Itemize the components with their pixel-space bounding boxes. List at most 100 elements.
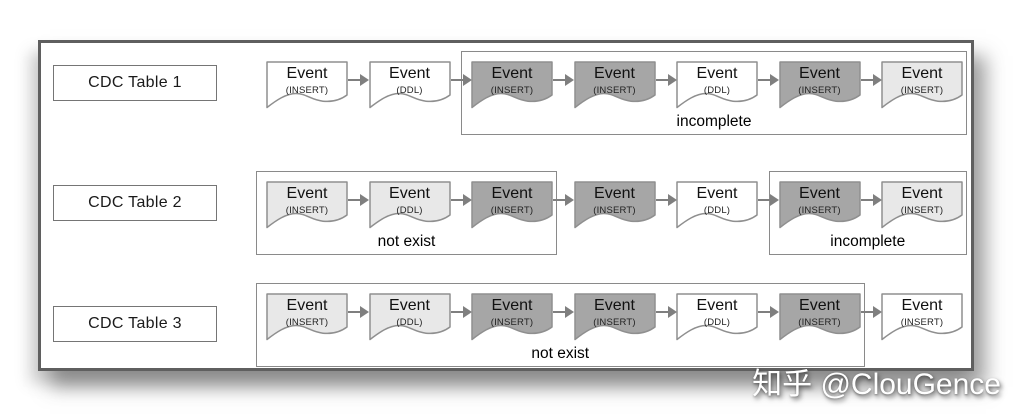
flow-arrow-icon xyxy=(758,74,779,86)
event-subtype: (INSERT) xyxy=(900,205,944,216)
event-subtype: (INSERT) xyxy=(593,205,636,216)
event-title: Event xyxy=(389,297,430,314)
arrow-head xyxy=(872,194,882,206)
event-title: Event xyxy=(491,185,533,202)
document-shape-icon xyxy=(471,181,553,229)
flow-arrow-icon xyxy=(758,306,779,318)
cdc-table-label: CDC Table 3 xyxy=(53,306,217,342)
event-subtype: (INSERT) xyxy=(490,317,534,328)
flow-arrow-icon xyxy=(450,194,472,206)
arrow-head xyxy=(667,74,677,86)
event-subtype: (INSERT) xyxy=(285,317,329,328)
group-box-incomplete: incomplete xyxy=(768,171,967,255)
arrow-head xyxy=(360,74,369,86)
event-subtype: (INSERT) xyxy=(900,85,944,96)
document-shape-icon xyxy=(778,181,861,229)
event-node-insert-white: Event(INSERT) xyxy=(266,61,348,113)
event-subtype: (INSERT) xyxy=(900,317,944,328)
document-shape-icon xyxy=(266,61,348,109)
event-title: Event xyxy=(696,297,738,314)
event-node-insert-light: Event(INSERT) xyxy=(881,181,963,233)
event-node-insert-dark: Event (INSERT) xyxy=(471,293,553,345)
cdc-table-label: CDC Table 1 xyxy=(53,65,217,101)
document-shape-icon xyxy=(676,181,758,229)
arrow-head xyxy=(360,306,369,318)
arrow-line xyxy=(860,311,874,313)
arrow-head xyxy=(565,74,574,86)
flow-arrow-icon xyxy=(553,306,574,318)
event-node-insert-dark: Event(INSERT) xyxy=(778,293,861,345)
event-node-insert-dark: Event (INSERT) xyxy=(573,181,656,233)
event-title: Event xyxy=(594,65,635,82)
flow-arrow-icon xyxy=(450,74,472,86)
event-title: Event xyxy=(799,65,840,82)
group-box-not-exist: not exist xyxy=(256,283,865,367)
arrow-line xyxy=(655,311,669,313)
event-node-insert-dark: Event(INSERT) xyxy=(471,61,553,113)
event-node-insert-dark: Event(INSERT) xyxy=(778,181,861,233)
arrow-line xyxy=(758,79,771,81)
event-title: Event xyxy=(286,297,328,314)
event-node-ddl-white: Event(DDL) xyxy=(368,61,451,113)
event-title: Event xyxy=(901,297,943,314)
flow-arrow-icon xyxy=(553,194,574,206)
event-node-ddl-white: Event(DDL) xyxy=(676,181,758,233)
group-caption: not exist xyxy=(377,233,436,250)
arrow-line xyxy=(348,79,361,81)
event-title: Event xyxy=(389,185,430,202)
event-subtype: (INSERT) xyxy=(798,85,841,96)
event-node-insert-dark: Event (INSERT) xyxy=(778,61,861,113)
event-node-insert-dark: Event (INSERT) xyxy=(471,181,553,233)
group-caption: not exist xyxy=(531,345,590,362)
arrow-line xyxy=(860,79,874,81)
arrow-line xyxy=(758,311,771,313)
arrow-head xyxy=(667,306,677,318)
event-title: Event xyxy=(594,297,635,314)
event-node-insert-light: Event (INSERT) xyxy=(266,293,348,345)
event-node-insert-light: Event (INSERT) xyxy=(881,61,963,113)
cdc-table-label: CDC Table 2 xyxy=(53,185,217,221)
flow-arrow-icon xyxy=(553,74,574,86)
arrow-head xyxy=(462,74,472,86)
document-shape-icon xyxy=(471,293,553,341)
arrow-line xyxy=(655,79,669,81)
event-title: Event xyxy=(901,65,943,82)
flow-arrow-icon xyxy=(860,194,882,206)
arrow-line xyxy=(655,199,669,201)
event-subtype: (INSERT) xyxy=(490,205,534,216)
flow-arrow-icon xyxy=(450,306,472,318)
event-title: Event xyxy=(491,297,533,314)
arrow-head xyxy=(565,194,574,206)
document-shape-icon xyxy=(881,61,963,109)
event-title: Event xyxy=(286,65,328,82)
document-shape-icon xyxy=(573,181,656,229)
flow-arrow-icon xyxy=(348,306,369,318)
document-shape-icon xyxy=(368,61,451,109)
watermark: 知乎 @ClouGence xyxy=(752,368,1001,401)
event-title: Event xyxy=(799,297,840,314)
arrow-line xyxy=(348,199,361,201)
arrow-line xyxy=(860,199,874,201)
event-title: Event xyxy=(696,65,738,82)
document-shape-icon xyxy=(778,61,861,109)
arrow-head xyxy=(872,74,882,86)
event-subtype: (INSERT) xyxy=(593,317,636,328)
flow-arrow-icon xyxy=(348,194,369,206)
event-node-ddl-white: Event(DDL) xyxy=(676,293,758,345)
event-subtype: (DDL) xyxy=(396,205,423,216)
event-subtype: (DDL) xyxy=(703,85,731,96)
arrow-line xyxy=(553,199,566,201)
document-shape-icon xyxy=(676,61,758,109)
arrow-line xyxy=(450,311,464,313)
group-caption: incomplete xyxy=(830,233,906,250)
flow-arrow-icon xyxy=(655,194,677,206)
event-title: Event xyxy=(594,185,635,202)
event-subtype: (INSERT) xyxy=(490,85,534,96)
arrow-line xyxy=(553,79,566,81)
event-node-insert-dark: Event(INSERT) xyxy=(573,61,656,113)
arrow-head xyxy=(360,194,369,206)
event-title: Event xyxy=(799,185,840,202)
arrow-line xyxy=(348,311,361,313)
document-shape-icon xyxy=(368,181,451,229)
